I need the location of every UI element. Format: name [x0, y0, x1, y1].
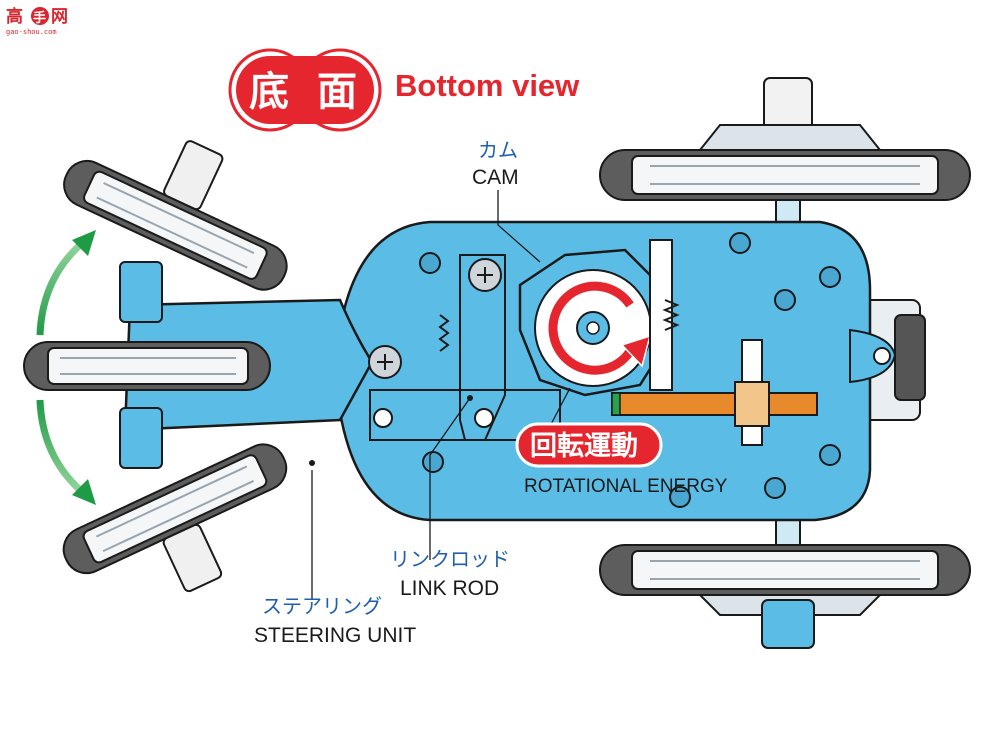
- link-rod-assembly: [368, 254, 561, 441]
- watermark-char-1: 高: [6, 6, 23, 27]
- front-wheel-upper: [63, 140, 288, 291]
- cam-label-en: CAM: [472, 166, 519, 189]
- rotational-label-en: ROTATIONAL ENERGY: [524, 476, 728, 497]
- watermark-url: gao-shou.com: [6, 28, 57, 36]
- steering-arrow-down-icon: [36, 399, 96, 505]
- title-kanji-1: 底: [249, 69, 289, 115]
- cam-label-jp: カム: [478, 138, 518, 162]
- front-wheel-center: [23, 341, 271, 391]
- spring-icon: [438, 314, 450, 352]
- steering-arrow-up-icon: [36, 230, 96, 336]
- title-kanji-2: 面: [317, 69, 357, 115]
- steering-label-en: STEERING UNIT: [254, 624, 416, 647]
- linkrod-label-en: LINK ROD: [400, 577, 499, 600]
- steering-label-jp: ステアリング: [262, 594, 382, 618]
- rotational-badge: 回転運動: [515, 422, 663, 468]
- watermark-logo: 高 手 网 gao-shou.com: [6, 6, 68, 36]
- kingpin-lower: [119, 407, 163, 469]
- watermark-globe-icon: [31, 7, 49, 25]
- chassis-tab: [849, 328, 897, 384]
- front-wheel-lower: [62, 443, 288, 593]
- kingpin-upper: [119, 261, 163, 323]
- linkrod-label-jp: リンクロッド: [390, 547, 510, 571]
- rear-wheel-bottom: [599, 544, 971, 649]
- rotation-arrow-icon: [548, 281, 652, 375]
- rear-wheel-top: [599, 77, 971, 201]
- title-english: Bottom view: [395, 68, 580, 103]
- chassis-tab-hole: [873, 347, 891, 365]
- rotational-label-jp: 回転運動: [530, 431, 638, 462]
- worm-gear-icon: [662, 299, 680, 331]
- gear-train: [611, 239, 818, 446]
- leader-dot-steering: [309, 460, 315, 466]
- title-badge: 底 面: [228, 48, 382, 132]
- leader-lines: [311, 190, 571, 600]
- watermark-char-3: 网: [51, 7, 68, 27]
- leader-dot-linkrod: [467, 395, 473, 401]
- watermark-char-2: 手: [33, 10, 46, 26]
